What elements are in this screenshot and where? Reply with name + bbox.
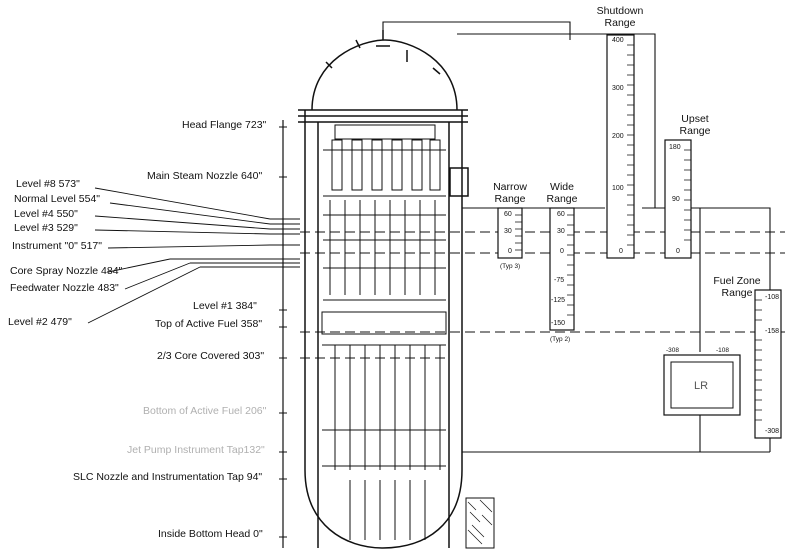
- reactor-vessel: [298, 30, 469, 549]
- label-feedwater-nozzle: Feedwater Nozzle 483": [10, 282, 119, 294]
- label-bottom-active-fuel: Bottom of Active Fuel 206": [143, 405, 267, 417]
- wide-tick: -125: [551, 297, 566, 304]
- wide-tick: 30: [557, 228, 565, 235]
- shutdown-tick: 300: [612, 85, 624, 92]
- label-instrument-zero: Instrument "0" 517": [12, 240, 102, 252]
- label-level-3: Level #3 529": [14, 222, 78, 234]
- narrow-tick: 30: [504, 228, 512, 235]
- wide-tick: 0: [560, 248, 564, 255]
- reactor-core: [321, 311, 447, 540]
- wide-tick: -75: [554, 277, 565, 284]
- upset-tick: 180: [669, 144, 681, 151]
- shutdown-range-gauge: [606, 34, 635, 259]
- wide-note: (Typ 2): [550, 336, 571, 343]
- steam-dryer: [323, 124, 446, 301]
- label-jet-pump-tap: Jet Pump Instrument Tap132": [127, 444, 265, 456]
- label-core-spray-nozzle: Core Spray Nozzle 484": [10, 265, 123, 277]
- label-main-steam-nozzle: Main Steam Nozzle 640": [147, 170, 263, 182]
- label-level-2: Level #2 479": [8, 316, 72, 328]
- fuel-zone-range-title: Fuel Zone Range: [713, 275, 761, 299]
- axis-ticks: [279, 126, 287, 538]
- shutdown-range-title: Shutdown Range: [596, 5, 644, 29]
- fuel-zone-tick: -108: [765, 294, 780, 301]
- label-slc-nozzle: SLC Nozzle and Instrumentation Tap 94": [73, 471, 263, 483]
- label-two-thirds-core: 2/3 Core Covered 303": [157, 350, 265, 362]
- narrow-tick: 0: [508, 248, 512, 255]
- shutdown-tick: 100: [612, 185, 624, 192]
- fuel-zone-range-gauge: [754, 289, 782, 439]
- label-normal-level: Normal Level 554": [14, 193, 101, 205]
- upset-tick: 90: [672, 196, 680, 203]
- level-recorder-label: LR: [694, 380, 709, 392]
- wide-tick: -150: [551, 320, 566, 327]
- label-head-flange: Head Flange 723": [182, 119, 267, 131]
- wide-range-gauge: [549, 207, 575, 331]
- fuel-zone-tick: -308: [765, 428, 780, 435]
- recorder-right-scale: -108: [716, 347, 730, 354]
- label-level-4: Level #4 550": [14, 208, 78, 220]
- upset-tick: 0: [676, 248, 680, 255]
- label-top-active-fuel: Top of Active Fuel 358": [155, 318, 263, 330]
- wide-range-title: Wide Range: [546, 181, 578, 205]
- shutdown-tick: 400: [612, 37, 624, 44]
- leader-lines: [87, 187, 300, 324]
- reference-dashed-lines: [300, 231, 785, 359]
- narrow-note: (Typ 3): [500, 263, 521, 270]
- upset-range-title: Upset Range: [679, 113, 711, 137]
- shutdown-tick: 200: [612, 133, 624, 140]
- label-level-1: Level #1 384": [193, 300, 257, 312]
- narrow-tick: 60: [504, 211, 512, 218]
- shutdown-tick: 0: [619, 248, 623, 255]
- label-level-8: Level #8 573": [16, 178, 80, 190]
- label-inside-bottom-head: Inside Bottom Head 0": [158, 528, 263, 540]
- narrow-range-title: Narrow Range: [493, 181, 527, 205]
- wide-tick: 60: [557, 211, 565, 218]
- fuel-zone-tick: -158: [765, 328, 780, 335]
- recorder-left-scale: -308: [666, 347, 680, 354]
